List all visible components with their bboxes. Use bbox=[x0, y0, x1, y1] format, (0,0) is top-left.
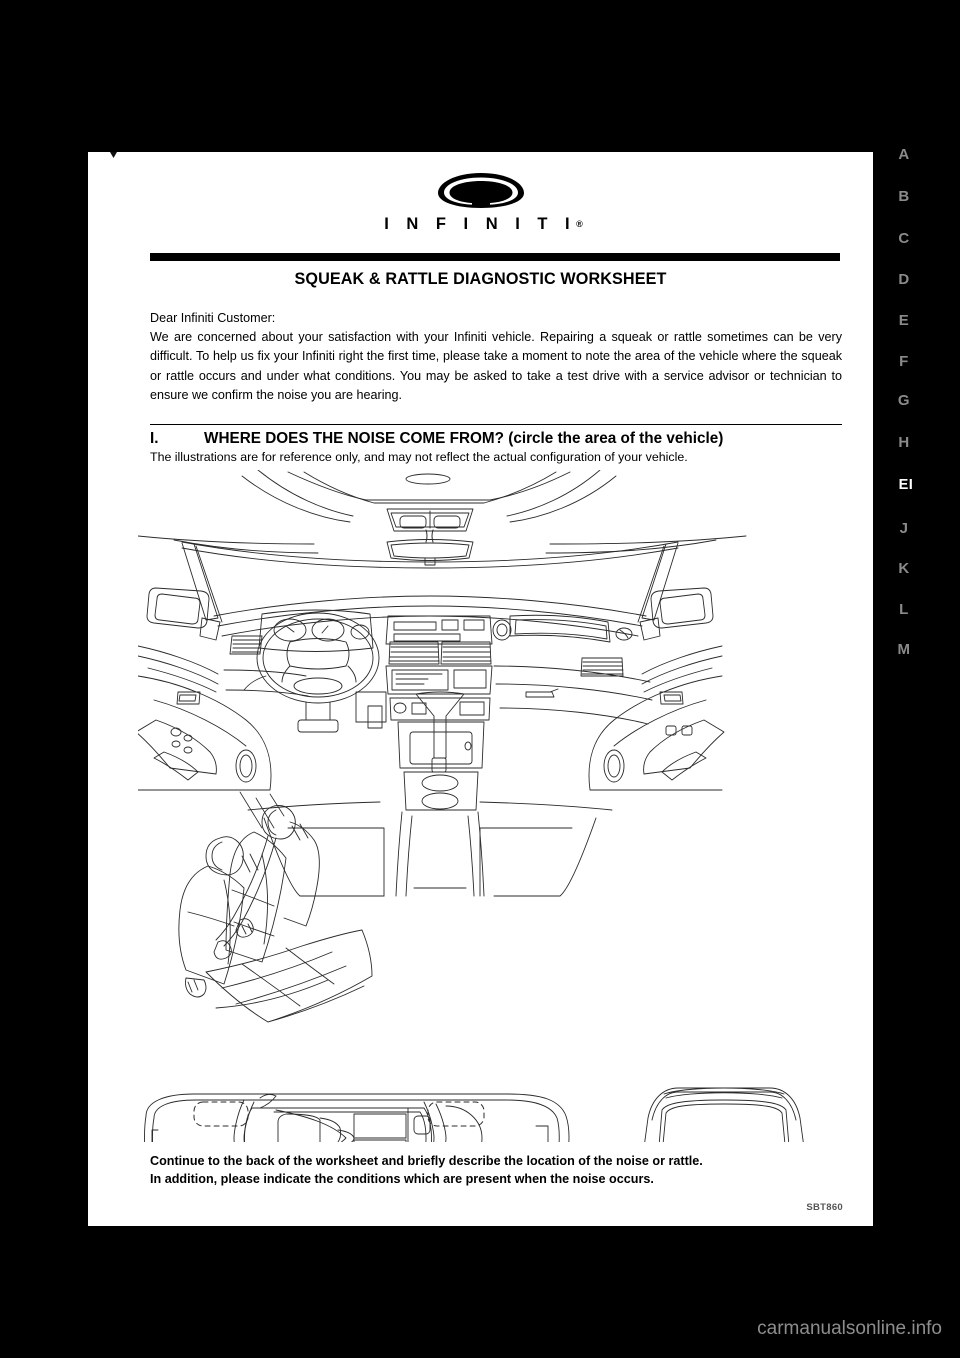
section-number: I. bbox=[150, 430, 159, 447]
section-divider bbox=[150, 424, 842, 425]
worksheet-footnote: Continue to the back of the worksheet an… bbox=[150, 1152, 850, 1188]
section-heading: I. WHERE DOES THE NOISE COME FROM? (circl… bbox=[150, 430, 842, 448]
letter-salutation: Dear Infiniti Customer: bbox=[150, 311, 276, 325]
tab-index-item-b[interactable]: B bbox=[898, 188, 910, 205]
header-black-bar bbox=[150, 253, 840, 261]
tab-index-item-j[interactable]: J bbox=[899, 520, 909, 537]
document-page: I N F I N I T I® SQUEAK & RATTLE DIAGNOS… bbox=[88, 152, 873, 1226]
tab-index-item-e[interactable]: E bbox=[898, 312, 910, 329]
footnote-line-1: Continue to the back of the worksheet an… bbox=[150, 1154, 703, 1168]
vehicle-top-view bbox=[144, 1093, 570, 1142]
tab-index-item-ei[interactable]: EI bbox=[898, 477, 914, 493]
tab-index-item-c[interactable]: C bbox=[898, 230, 910, 247]
tab-index-item-k[interactable]: K bbox=[898, 560, 910, 577]
tab-index-item-l[interactable]: L bbox=[899, 601, 909, 618]
zone-rear-left bbox=[427, 1101, 485, 1127]
footnote-line-2: In addition, please indicate the conditi… bbox=[150, 1172, 654, 1186]
tab-index-item-g[interactable]: G bbox=[897, 392, 911, 409]
zone-front-left bbox=[193, 1101, 249, 1127]
rear-seat-view bbox=[178, 791, 373, 1023]
infiniti-oval-logo bbox=[437, 173, 524, 208]
section-subtext: The illustrations are for reference only… bbox=[150, 450, 688, 464]
page-corner-mark bbox=[110, 152, 117, 158]
tab-index-item-a[interactable]: A bbox=[898, 146, 910, 163]
tab-index-item-h[interactable]: H bbox=[898, 434, 910, 451]
page-title: SQUEAK & RATTLE DIAGNOSTIC WORKSHEET bbox=[294, 270, 667, 288]
infiniti-wordmark: I N F I N I T I® bbox=[88, 215, 873, 234]
vehicle-rear-view bbox=[644, 1087, 804, 1142]
tab-index-item-f[interactable]: F bbox=[899, 353, 909, 370]
vehicle-illustrations bbox=[138, 470, 838, 1142]
letter-paragraph: We are concerned about your satisfaction… bbox=[150, 330, 842, 402]
letter-body: Dear Infiniti Customer: We are concerned… bbox=[150, 309, 842, 405]
wordmark-text: I N F I N I T I bbox=[384, 215, 577, 233]
site-watermark: carmanualsonline.info bbox=[757, 1318, 942, 1339]
section-tab-index: A B C D E F G H EI J K L M bbox=[880, 130, 950, 970]
infiniti-logo: I N F I N I T I® bbox=[88, 170, 873, 234]
tab-index-item-d[interactable]: D bbox=[898, 271, 910, 288]
registered-mark: ® bbox=[576, 219, 583, 229]
dashboard-interior-view bbox=[138, 470, 747, 897]
section-heading-text: WHERE DOES THE NOISE COME FROM? (circle … bbox=[204, 430, 724, 447]
tab-index-item-m[interactable]: M bbox=[897, 641, 911, 658]
figure-code: SBT860 bbox=[806, 1202, 843, 1213]
illustration-canvas bbox=[138, 470, 804, 1142]
